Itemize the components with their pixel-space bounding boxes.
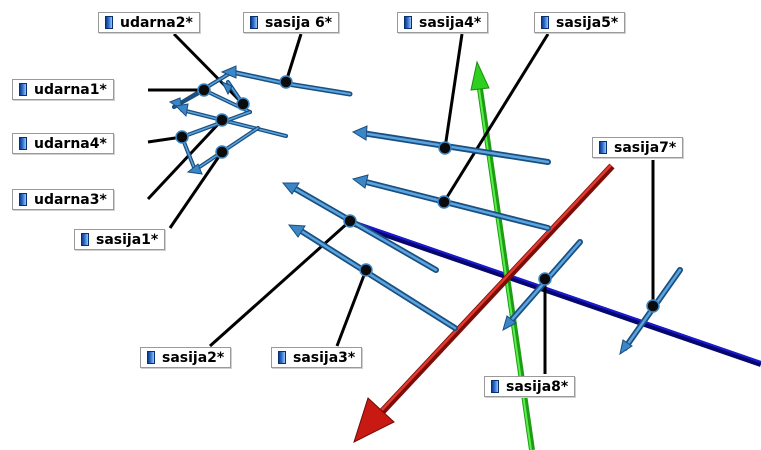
body-icon (278, 351, 286, 364)
joints[interactable] (175, 75, 660, 313)
label-sasija2[interactable]: sasija2* (140, 347, 232, 368)
body-icon (404, 16, 412, 29)
label-text: udarna4* (34, 135, 107, 152)
label-udarna4[interactable]: udarna4* (12, 133, 114, 154)
body-icon (599, 141, 607, 154)
label-sasija3[interactable]: sasija3* (271, 347, 363, 368)
label-udarna3[interactable]: udarna3* (12, 189, 114, 210)
label-text: udarna2* (120, 14, 193, 31)
label-sasija5[interactable]: sasija5* (534, 12, 626, 33)
label-udarna1[interactable]: udarna1* (12, 79, 114, 100)
label-sasija1[interactable]: sasija1* (74, 229, 166, 250)
label-udarna2[interactable]: udarna2* (98, 12, 200, 33)
body-icon (147, 351, 155, 364)
body-icon (19, 137, 27, 150)
body-icon (19, 193, 27, 206)
label-text: sasija3* (293, 349, 356, 366)
label-text: sasija5* (556, 14, 619, 31)
label-text: sasija8* (506, 378, 569, 395)
label-text: sasija2* (162, 349, 225, 366)
label-text: sasija1* (96, 231, 159, 248)
body-icon (19, 83, 27, 96)
label-sasija6[interactable]: sasija 6* (243, 12, 340, 33)
label-sasija7[interactable]: sasija7* (592, 137, 684, 158)
label-text: udarna1* (34, 81, 107, 98)
label-text: sasija7* (614, 139, 677, 156)
label-text: sasija4* (419, 14, 482, 31)
label-sasija8[interactable]: sasija8* (484, 376, 576, 397)
label-sasija4[interactable]: sasija4* (397, 12, 489, 33)
label-text: udarna3* (34, 191, 107, 208)
body-icon (541, 16, 549, 29)
axis-z (354, 221, 761, 367)
body-icon (491, 380, 499, 393)
body-icon (250, 16, 258, 29)
axis-x (353, 163, 615, 443)
body-icon (105, 16, 113, 29)
body-icon (81, 233, 89, 246)
label-text: sasija 6* (265, 14, 333, 31)
